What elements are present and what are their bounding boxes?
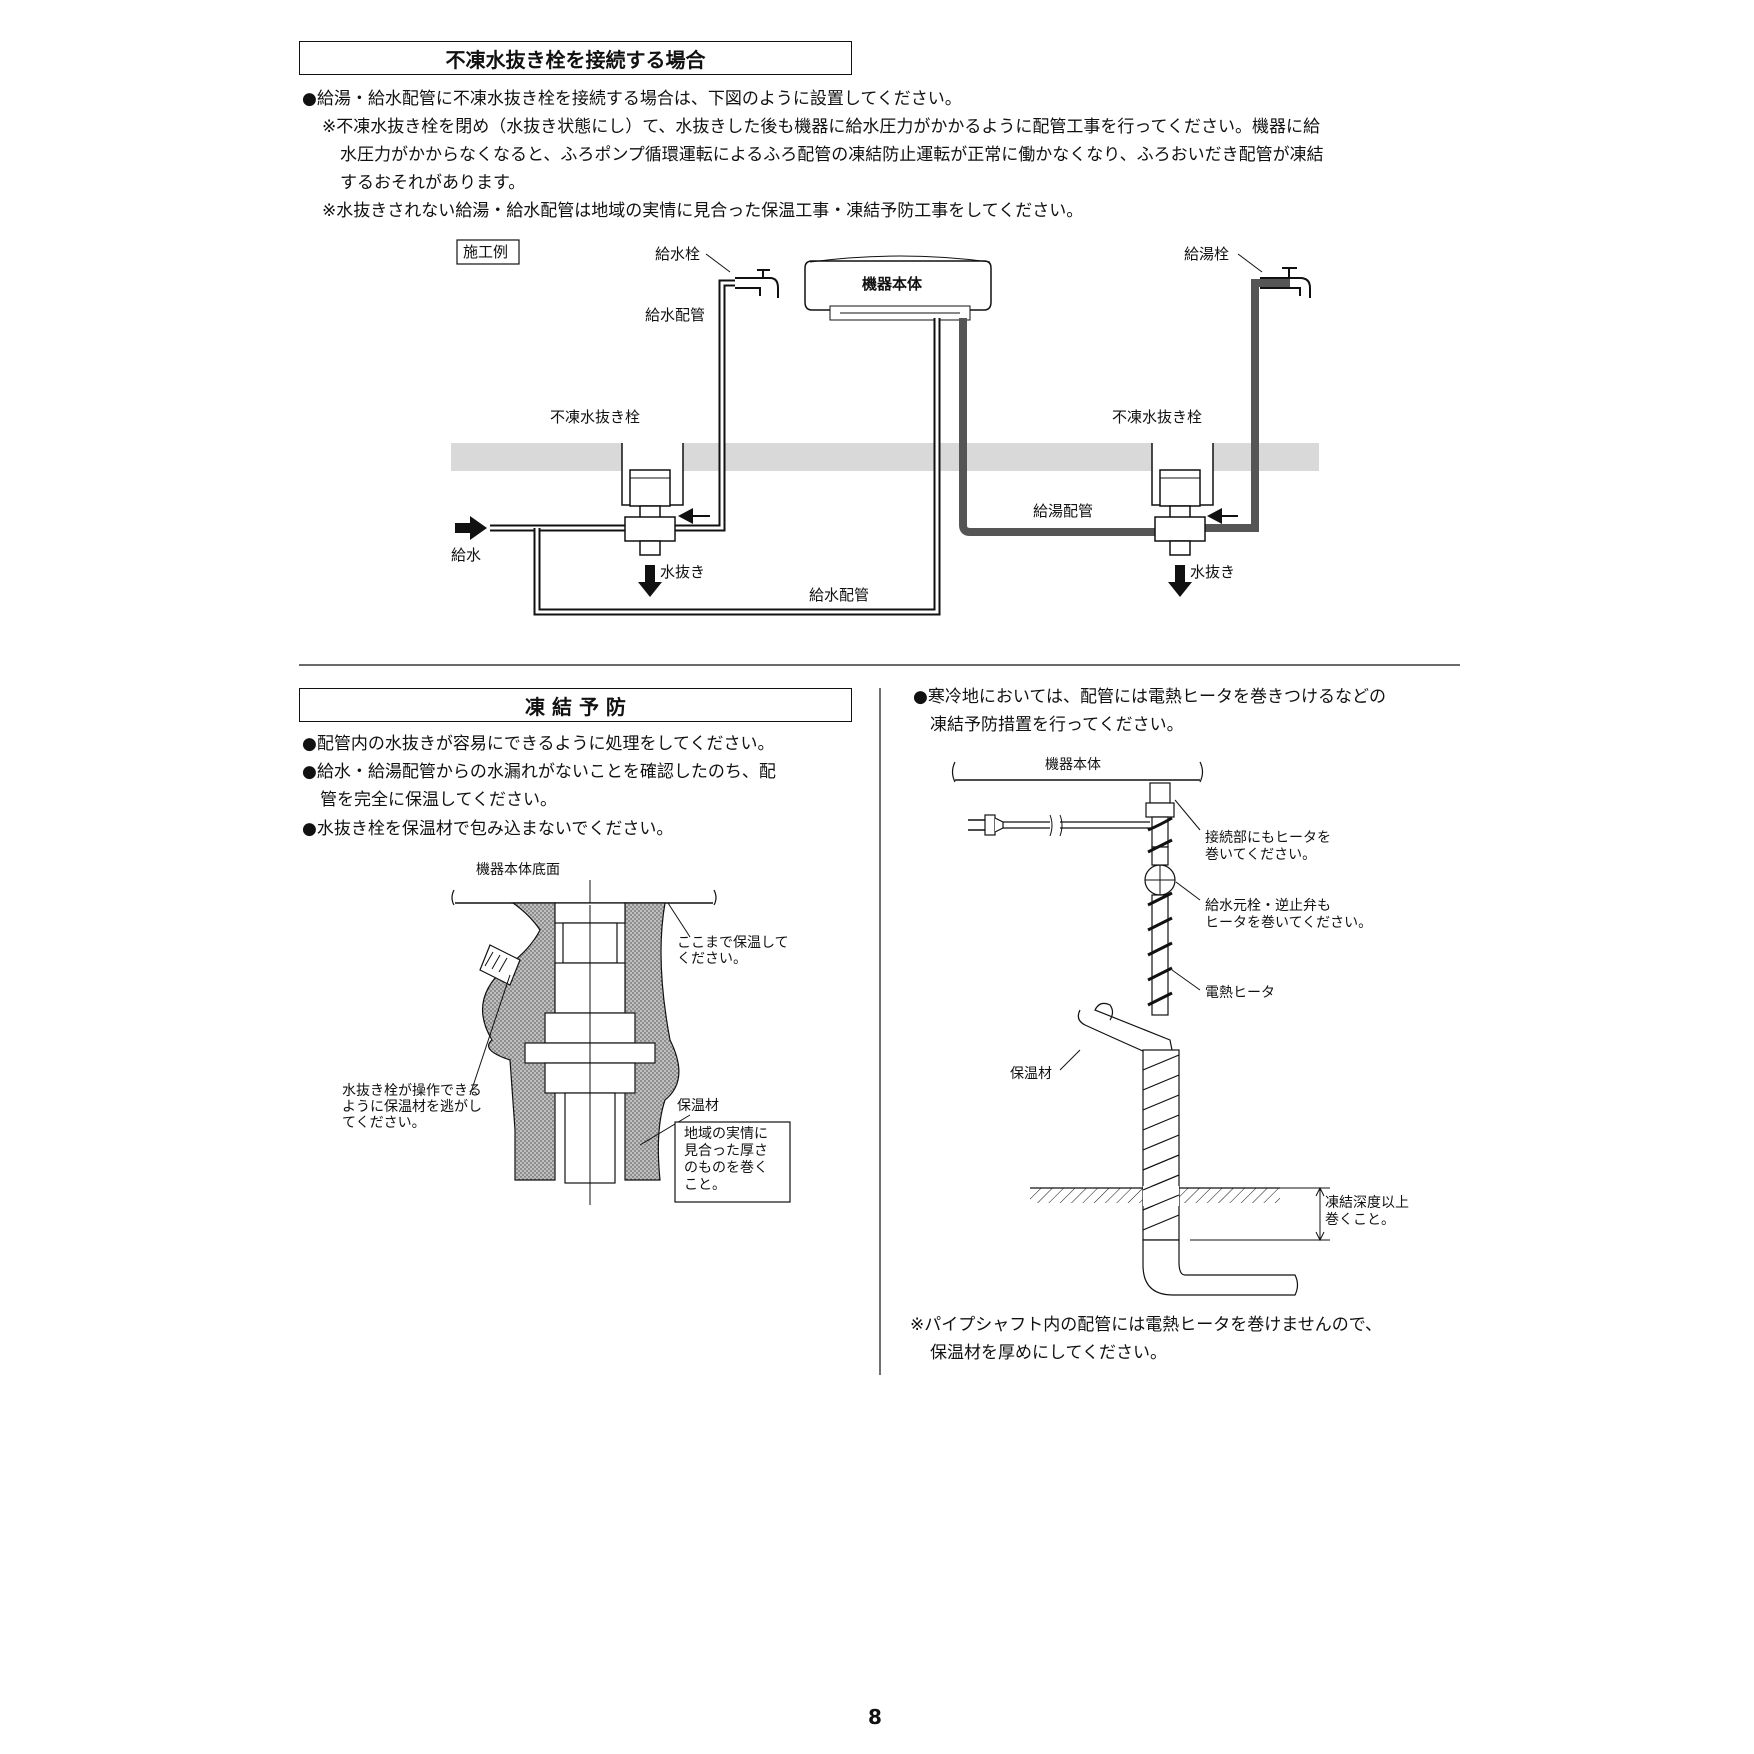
section1-note1-line2: 水圧力がかからなくなると、ふろポンプ循環運転によるふろ配管の凍結防止運転が正常に…: [340, 145, 1324, 165]
depth-note-line1: 凍結深度以上: [1325, 1195, 1409, 1211]
water-pipe-bottom-label: 給水配管: [809, 586, 870, 604]
section3-note-line1: ※パイプシャフト内の配管には電熱ヒータを巻けませんので、: [910, 1315, 1383, 1335]
section-title-antifreeze-valve: 不凍水抜き栓を接続する場合: [299, 41, 852, 75]
valve-note-line2: ヒータを巻いてください。: [1205, 915, 1373, 931]
section-title-freeze-prevention: 凍 結 予 防: [299, 688, 852, 722]
page-number: 8: [868, 1705, 882, 1729]
section2-bullet3: ●水抜き栓を保温材で包み込まないでください。: [302, 819, 674, 839]
valve-right-label: 不凍水抜き栓: [1112, 408, 1203, 426]
section3-note-line2: 保温材を厚めにしてください。: [930, 1343, 1167, 1363]
insulation-box-line1: 地域の実情に: [684, 1126, 768, 1142]
water-faucet-label: 給水栓: [655, 245, 701, 263]
insulate-here-line2: ください。: [677, 951, 747, 967]
section3-bullet-line2: 凍結予防措置を行ってください。: [930, 715, 1184, 735]
valve-note-line1: 給水元栓・逆止弁も: [1205, 898, 1331, 914]
insulation-label: 保温材: [677, 1098, 719, 1114]
section1-note1-line1: ※不凍水抜き栓を閉め（水抜き状態にし）て、水抜きした後も機器に給水圧力がかかるよ…: [322, 117, 1321, 137]
section1-note1-line3: するおそれがあります。: [340, 173, 526, 193]
depth-note-line2: 巻くこと。: [1325, 1212, 1395, 1228]
section2-bullet2-line2: 管を完全に保温してください。: [320, 790, 557, 810]
insulate-here-line1: ここまで保温して: [677, 935, 789, 951]
supply-label: 給水: [451, 546, 482, 564]
example-label: 施工例: [463, 243, 509, 261]
joint-note-line1: 接続部にもヒータを: [1205, 830, 1331, 846]
drain-left-label: 水抜き: [660, 563, 706, 581]
insulation-box-line2: 見合った厚さ: [684, 1143, 768, 1159]
section2-bullet2-line1: ●給水・給湯配管からの水漏れがないことを確認したのち、配: [302, 762, 776, 782]
drain-note-line2: ように保温材を逃がし: [342, 1099, 482, 1115]
heater-insulation-label: 保温材: [1010, 1066, 1052, 1082]
heater-label: 電熱ヒータ: [1205, 985, 1275, 1001]
hot-faucet-label: 給湯栓: [1184, 245, 1230, 263]
insulation-box-line4: こと。: [684, 1177, 726, 1193]
section1-note2: ※水抜きされない給湯・給水配管は地域の実情に見合った保温工事・凍結予防工事をして…: [322, 201, 1084, 221]
water-pipe-top-label: 給水配管: [645, 306, 706, 324]
drain-note-line1: 水抜き栓が操作できる: [342, 1083, 482, 1099]
joint-note-line2: 巻いてください。: [1205, 847, 1317, 863]
unit-bottom-label: 機器本体底面: [476, 862, 560, 878]
insulation-box-line3: のものを巻く: [684, 1160, 768, 1176]
section3-bullet-line1: ●寒冷地においては、配管には電熱ヒータを巻きつけるなどの: [913, 687, 1386, 707]
valve-left-label: 不凍水抜き栓: [550, 408, 641, 426]
drain-right-label: 水抜き: [1190, 563, 1236, 581]
drain-note-line3: てください。: [342, 1115, 426, 1131]
unit-label: 機器本体: [862, 275, 923, 293]
section1-bullet: ●給湯・給水配管に不凍水抜き栓を接続する場合は、下図のように設置してください。: [302, 89, 962, 109]
section2-bullet1: ●配管内の水抜きが容易にできるように処理をしてください。: [302, 734, 775, 754]
hot-pipe-label: 給湯配管: [1033, 502, 1094, 520]
heater-unit-label: 機器本体: [1045, 757, 1101, 773]
